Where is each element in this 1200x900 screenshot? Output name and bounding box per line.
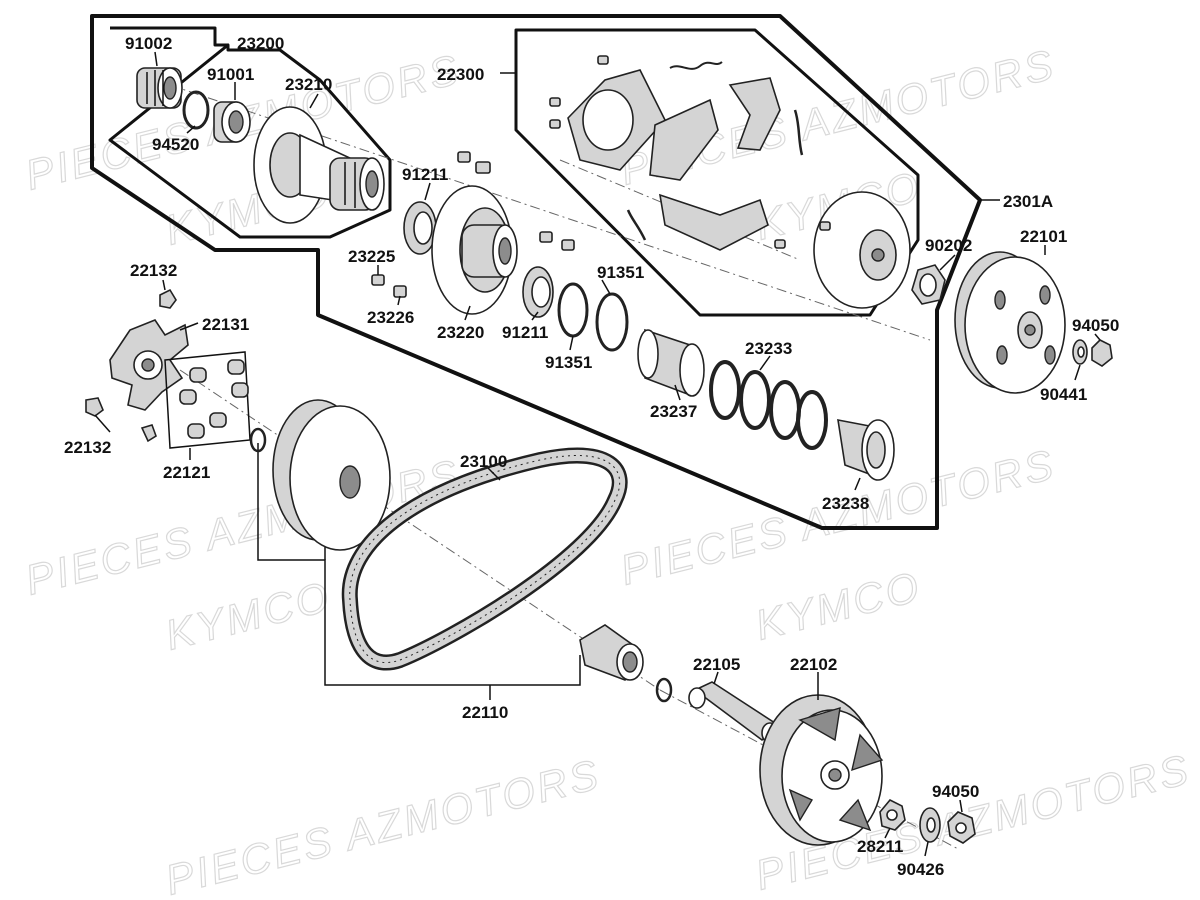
part-label-90426[interactable]: 90426 [897,860,944,879]
nut-94050-lower[interactable] [947,811,976,844]
needle-bearing-91002[interactable] [136,67,183,109]
part-label-22132-lower[interactable]: 22132 [64,438,111,457]
driven-fixed-face-23210[interactable] [253,106,385,224]
part-label-23233[interactable]: 23233 [745,339,792,358]
part-label-22132-upper[interactable]: 22132 [130,261,177,280]
part-label-22101[interactable]: 22101 [1020,227,1067,246]
part-label-23225[interactable]: 23225 [348,247,395,266]
part-label-22105[interactable]: 22105 [693,655,740,674]
oil-seal-91211-upper[interactable] [403,201,437,255]
leader-lines [94,51,1101,857]
part-label-22110[interactable]: 22110 [462,703,508,722]
ball-bearing-91001[interactable] [213,101,251,143]
watermark-text: PIECES AZMOTORS [161,750,606,900]
part-labels: 91002 23200 91001 23210 94520 22300 9121… [64,34,1119,879]
clutch-assembly-22300[interactable] [549,55,911,309]
axis-line [179,369,661,691]
part-label-91211-lower[interactable]: 91211 [502,323,548,342]
circlip-94520[interactable] [182,90,210,130]
slider-22132-upper[interactable] [159,288,177,309]
bracket-22110 [257,443,581,686]
driven-spring-23233[interactable] [709,360,828,450]
part-label-22131[interactable]: 22131 [202,315,249,334]
frame-2301A [90,14,982,530]
circlip[interactable] [655,677,673,703]
part-label-94050-upper[interactable]: 94050 [1072,316,1119,335]
nut-94050-upper[interactable] [1091,339,1113,367]
ratchet-28211[interactable] [879,799,906,831]
part-label-91002[interactable]: 91002 [125,34,172,53]
weight-rollers-22121[interactable] [164,351,251,449]
watermark-text: KYMCO [751,562,926,648]
guide-pins[interactable] [457,151,575,251]
part-label-90202[interactable]: 90202 [925,236,972,255]
spring-seat-23238[interactable] [837,419,895,481]
fan-drive-face-22102[interactable] [759,694,884,846]
frame-23200 [108,26,392,239]
pin-23225[interactable] [371,274,385,286]
circlip[interactable] [249,427,267,453]
part-label-2301A[interactable]: 2301A [1003,192,1053,211]
part-label-94520[interactable]: 94520 [152,135,199,154]
oil-seal-91211-lower[interactable] [522,266,554,318]
part-label-22102[interactable]: 22102 [790,655,837,674]
part-label-28211[interactable]: 28211 [857,837,903,856]
part-label-23238[interactable]: 23238 [822,494,869,513]
clutch-outer-22101[interactable] [954,251,1066,394]
part-label-23226[interactable]: 23226 [367,308,414,327]
part-label-91211-upper[interactable]: 91211 [402,165,448,184]
part-label-22300[interactable]: 22300 [437,65,484,84]
part-label-91351-lower[interactable]: 91351 [545,353,592,372]
part-label-23220[interactable]: 23220 [437,323,484,342]
washer-90441[interactable] [1072,339,1088,365]
movable-drive-face-22110[interactable] [272,399,391,551]
nut-90202[interactable] [911,264,946,305]
slider-22132-lower[interactable] [85,397,157,443]
part-label-94050-lower[interactable]: 94050 [932,782,979,801]
part-label-22121[interactable]: 22121 [163,463,210,482]
washer-90426[interactable] [919,807,941,843]
part-label-23100[interactable]: 23100 [460,452,507,471]
drive-belt-23100[interactable] [341,447,628,671]
part-label-23210[interactable]: 23210 [285,75,332,94]
watermark-text: KYMCO [161,572,336,658]
part-label-91001[interactable]: 91001 [207,65,254,84]
axis-line [169,84,931,341]
part-label-23200[interactable]: 23200 [237,34,284,53]
pin-23226[interactable] [393,285,407,298]
part-label-91351-upper[interactable]: 91351 [597,263,644,282]
part-label-90441[interactable]: 90441 [1040,385,1087,404]
driven-movable-face-23220[interactable] [431,185,518,315]
drive-face-boss[interactable] [579,624,644,682]
part-label-23237[interactable]: 23237 [650,402,697,421]
o-ring-91351-a[interactable] [557,282,589,338]
ramp-plate-22131[interactable] [109,319,189,411]
watermark-text: PIECES AZMOTORS [616,440,1061,594]
o-ring-91351-b[interactable] [595,292,629,352]
seal-collar-23237[interactable] [637,328,705,397]
